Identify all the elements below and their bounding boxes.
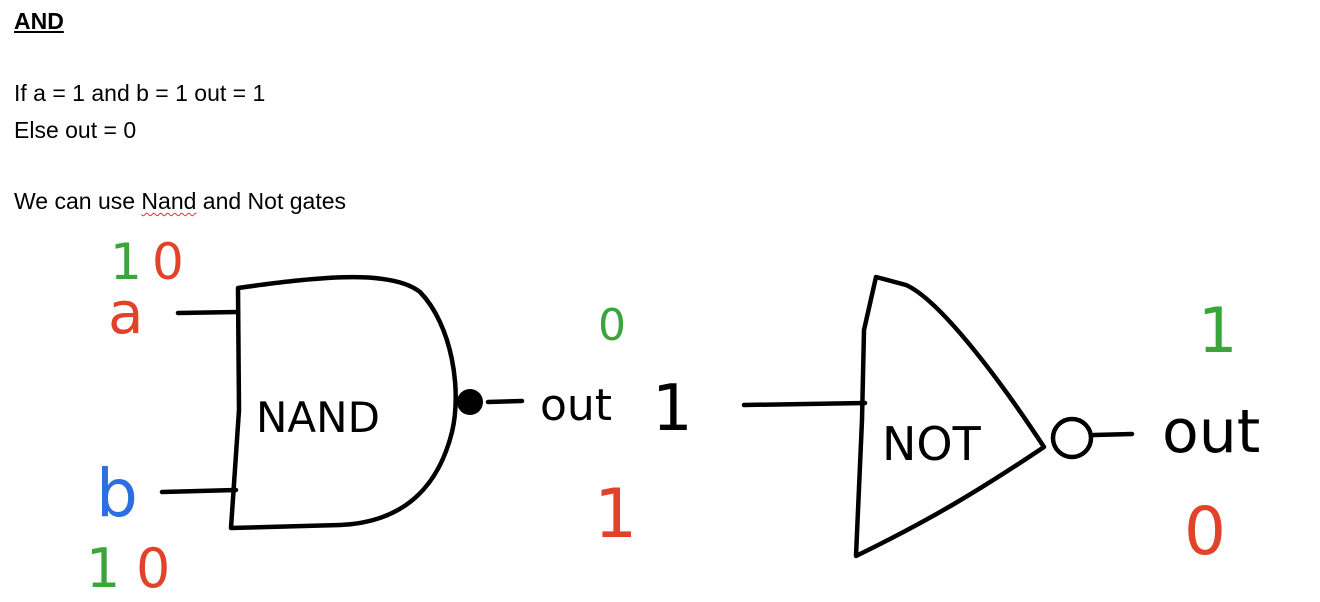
note-line: We can use Nand and Not gates	[14, 188, 346, 214]
input-a-label: a	[108, 279, 144, 347]
nand-bubble	[457, 389, 483, 415]
wire-not-in	[741, 400, 868, 408]
intermediate-out-suffix: 1	[652, 372, 693, 446]
not-gate-body	[853, 274, 1047, 559]
input-a-value-red: 0	[152, 233, 184, 291]
input-a-value-green: 1	[110, 233, 142, 291]
input-b-label: b	[96, 455, 138, 532]
rule-line-if: If a = 1 and b = 1 out = 1	[14, 80, 266, 106]
document-heading: AND	[14, 8, 64, 34]
nand-gate-body	[228, 274, 458, 531]
rule-line-else: Else out = 0	[14, 117, 137, 143]
output-out-label: out	[1162, 397, 1260, 467]
nand-gate-label: NAND	[256, 393, 380, 442]
input-b-value-green: 1	[86, 537, 120, 600]
wire-b	[159, 487, 239, 495]
input-b-value-red: 0	[136, 537, 170, 600]
not-bubble	[1050, 416, 1094, 460]
note-before: We can use	[14, 188, 142, 214]
misspelled-word: Nand	[141, 188, 197, 214]
wire-nand-out	[485, 398, 525, 405]
wire-a	[175, 309, 241, 316]
intermediate-value-green: 0	[598, 300, 626, 351]
wire-not-out	[1091, 431, 1135, 438]
output-value-red: 0	[1184, 493, 1226, 570]
note-after: and Not gates	[196, 188, 347, 214]
intermediate-out-label: out	[540, 380, 612, 431]
intermediate-value-red: 1	[594, 475, 637, 554]
not-gate-label: NOT	[882, 417, 982, 471]
output-value-green: 1	[1198, 294, 1237, 367]
